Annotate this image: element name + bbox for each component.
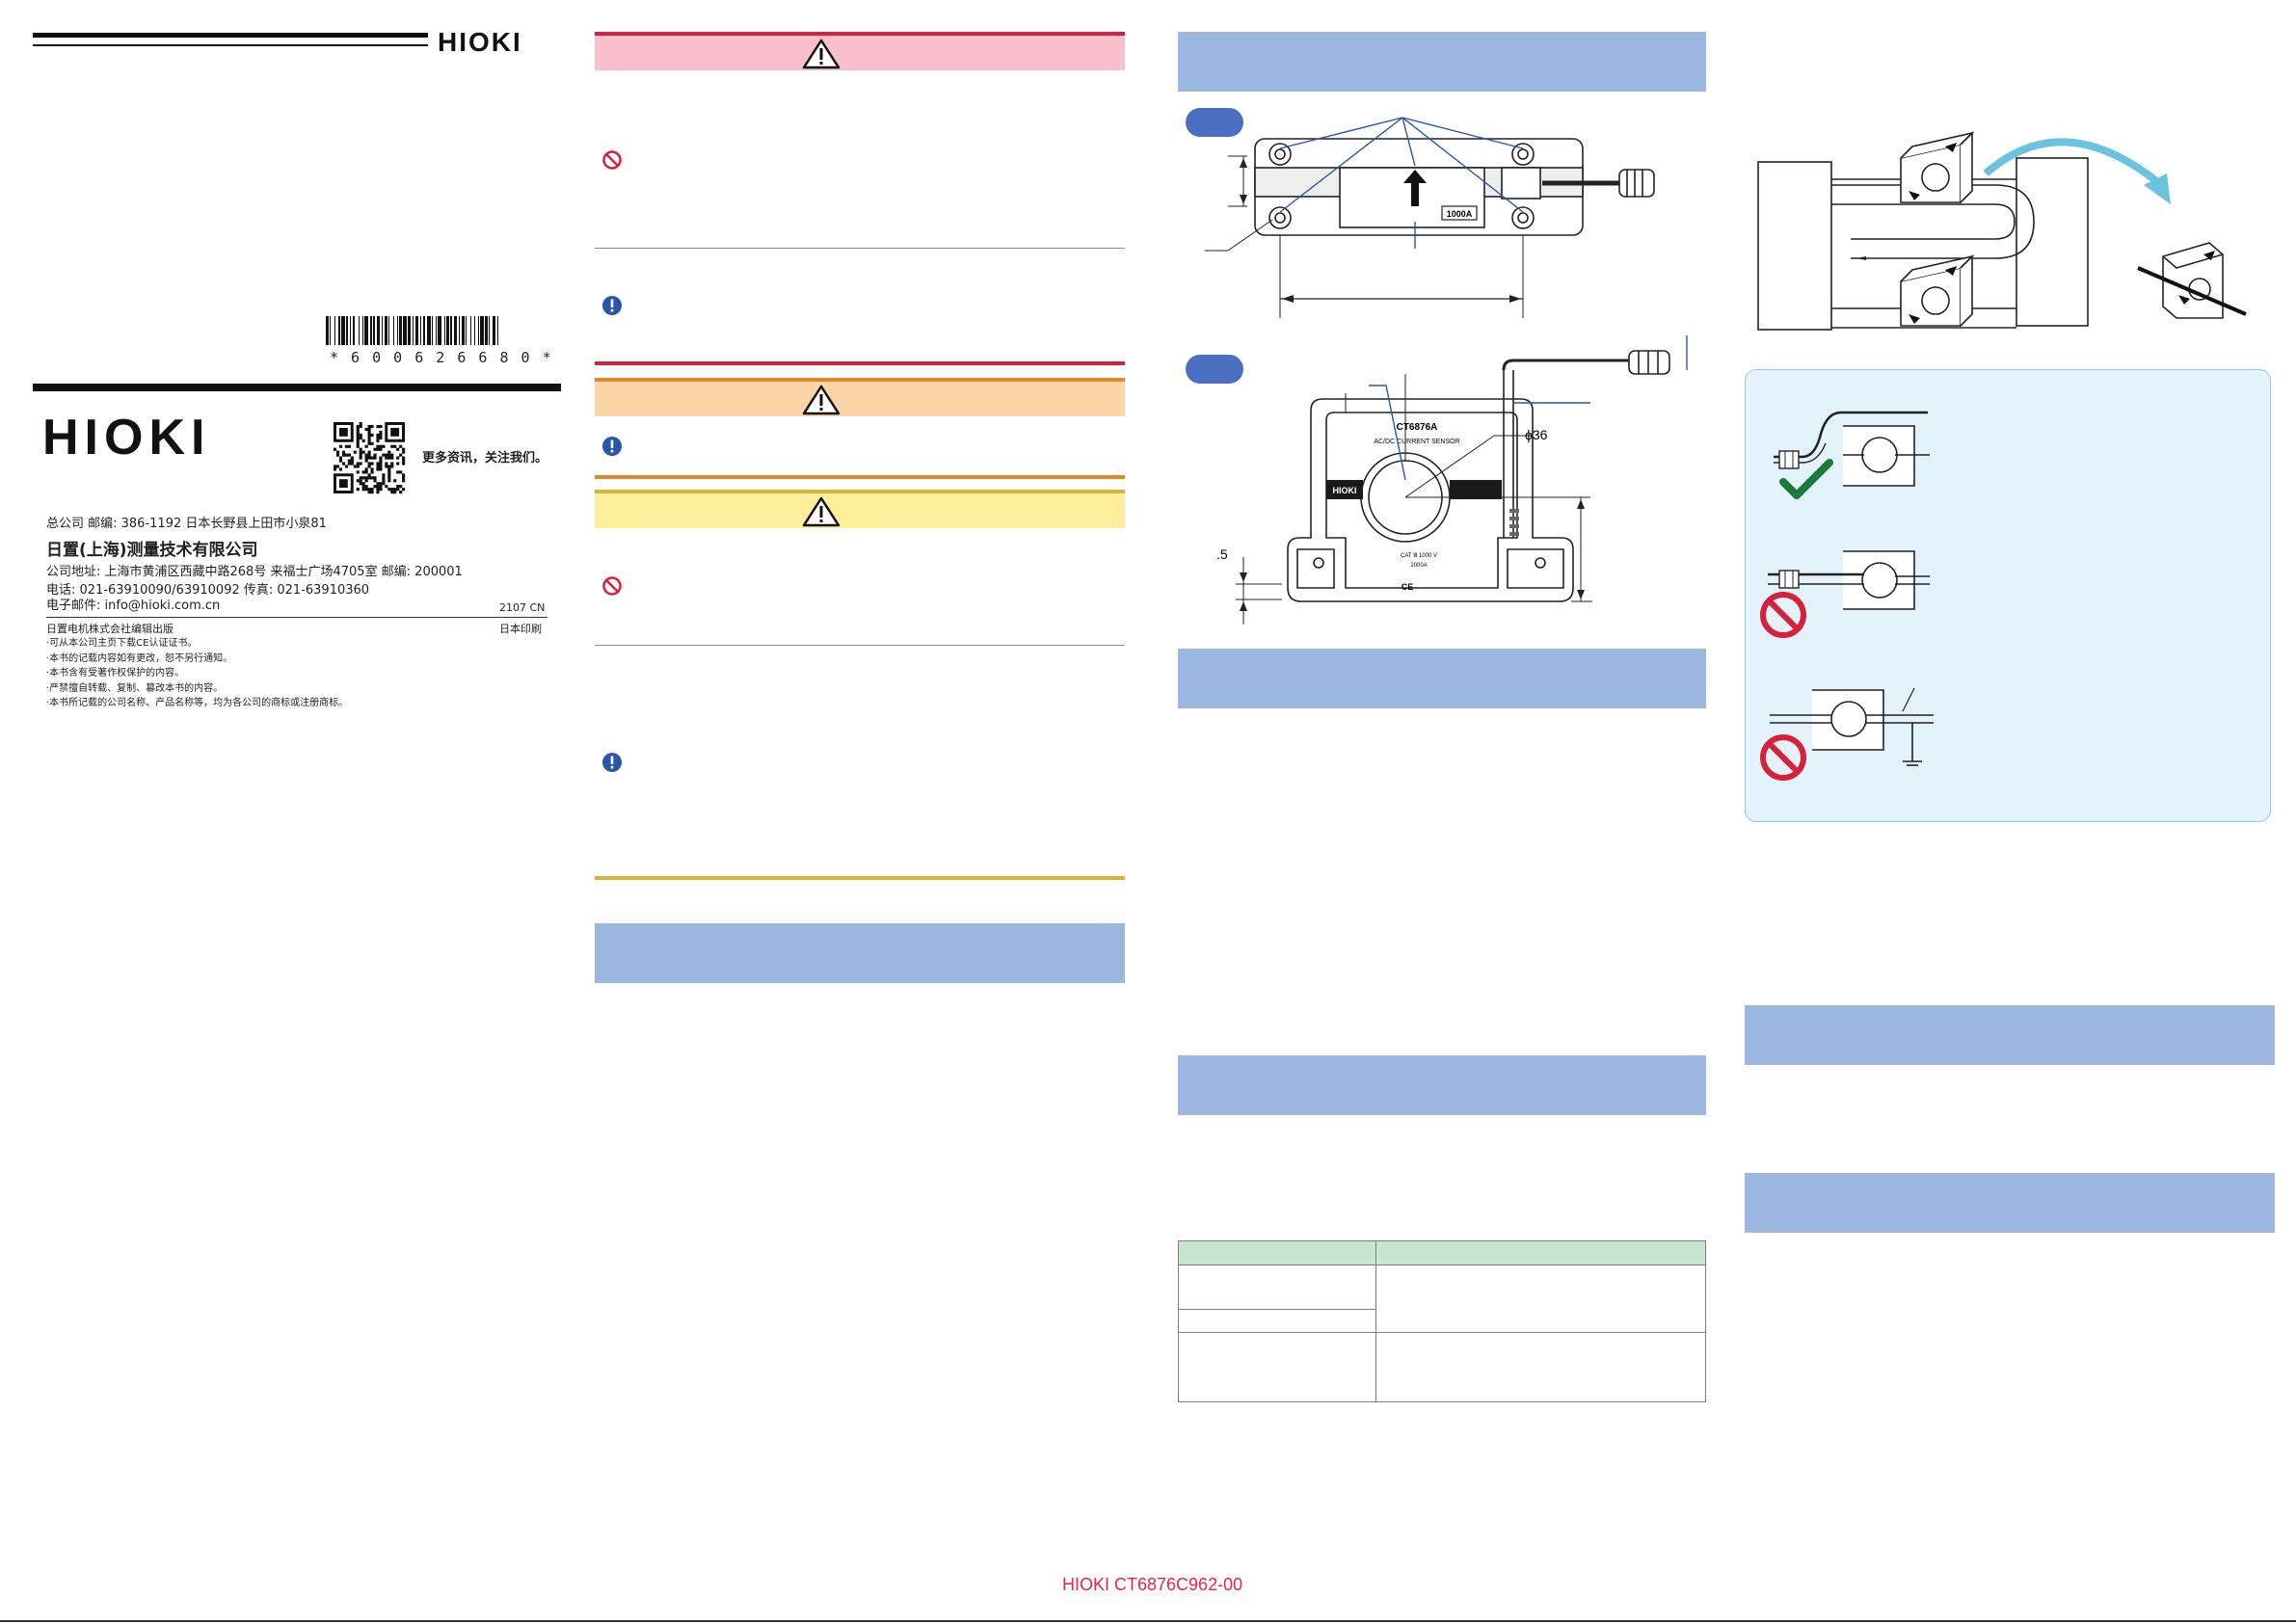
company-divider xyxy=(46,617,547,618)
section-header-bar xyxy=(1745,1173,2275,1233)
table-header xyxy=(1179,1241,1705,1265)
grounded-conductor-drawing xyxy=(1770,687,1934,766)
prohibited-icon xyxy=(602,150,622,170)
caution-banner xyxy=(595,493,1125,528)
divider-rule xyxy=(33,384,561,391)
document-code: HIOKI CT6876C962-00 xyxy=(1062,1575,1243,1594)
max-current-label: 2000A xyxy=(1410,563,1427,569)
edition-code: 2107 CN xyxy=(499,601,546,614)
danger-bottom-rule xyxy=(595,361,1125,365)
barcode-text: * 6 0 0 6 2 6 6 8 0 * xyxy=(330,349,553,366)
legal-note: ·本书含有受著作权保护的内容。 xyxy=(46,668,185,679)
ce-mark: CE xyxy=(1402,582,1414,592)
check-icon xyxy=(1779,459,1833,499)
printed-in: 日本印刷 xyxy=(499,623,542,635)
header-rule-thick xyxy=(33,33,428,38)
dimension-fragment: .5 xyxy=(1216,546,1228,562)
section-header-bar xyxy=(595,923,1125,983)
rating-label: 1000A xyxy=(1447,209,1473,219)
section-header-bar xyxy=(1178,649,1706,708)
qr-caption: 更多资讯，关注我们。 xyxy=(422,451,548,466)
sensor-brand-label: HIOKI xyxy=(1332,486,1356,495)
caution-divider xyxy=(595,645,1125,646)
legal-note: ·本书的记载内容如有更改，恕不另行通知。 xyxy=(46,652,233,664)
hioki-logo-small: HIOKI xyxy=(438,27,522,57)
diameter-label: ϕ36 xyxy=(1525,427,1548,442)
table-column-divider xyxy=(1375,1241,1376,1401)
table-row-divider xyxy=(1179,1309,1375,1310)
spec-table xyxy=(1178,1240,1706,1402)
warning-bottom-rule xyxy=(595,475,1125,479)
cat-label: CAT Ⅲ 1000 V xyxy=(1401,553,1437,559)
section-header-bar xyxy=(1178,32,1706,92)
figure-pill-a xyxy=(1186,108,1243,137)
sensor-subtitle: AC/DC CURRENT SENSOR xyxy=(1374,439,1459,445)
company-address: 公司地址: 上海市黄浦区西藏中路268号 来福士广场4705室 邮编: 2000… xyxy=(46,565,463,579)
caution-top-rule xyxy=(595,490,1125,493)
mandatory-icon xyxy=(602,437,622,456)
barcode xyxy=(326,316,547,345)
warning-banner xyxy=(595,382,1125,416)
warning-triangle-icon xyxy=(802,385,841,415)
model-label: CT6876A xyxy=(1397,422,1438,433)
legal-note: ·可从本公司主页下载CE认证证书。 xyxy=(46,638,198,649)
sensor-front-view-drawing: HIOKI CT6876A AC/DC CURRENT SENSOR CAT Ⅲ… xyxy=(1216,335,1688,625)
prohibited-icon xyxy=(1760,734,1806,781)
prohibited-icon xyxy=(1760,592,1806,638)
warning-top-rule xyxy=(595,378,1125,382)
legal-note: ·本书所记载的公司名称、产品名称等，均为各公司的商标或注册商标。 xyxy=(46,698,349,708)
prohibited-icon xyxy=(602,576,622,596)
incorrect-routing-drawing xyxy=(1768,550,1930,610)
warning-triangle-icon xyxy=(802,39,841,69)
hioki-logo-large: HIOKI xyxy=(42,410,211,466)
mandatory-icon xyxy=(602,296,622,315)
legal-notes: ·可从本公司主页下载CE认证证书。 ·本书的记载内容如有更改，恕不另行通知。 ·… xyxy=(46,636,348,711)
danger-top-rule xyxy=(595,32,1125,36)
caution-bottom-rule xyxy=(595,876,1125,880)
section-header-bar xyxy=(1745,1005,2275,1065)
company-name: 日置(上海)测量技术有限公司 xyxy=(46,541,258,560)
conductor-loop-drawing xyxy=(1757,131,2247,331)
section-header-bar xyxy=(1178,1055,1706,1115)
company-email: 电子邮件: info@hioki.com.cn xyxy=(46,599,221,613)
company-phone: 电话: 021-63910090/63910092 传真: 021-639103… xyxy=(46,583,370,598)
publisher: 日置电机株式会社编辑出版 xyxy=(46,623,174,635)
danger-divider xyxy=(595,248,1125,249)
company-hq: 总公司 邮编: 386-1192 日本长野县上田市小泉81 xyxy=(46,517,327,531)
sensor-top-view-drawing: 1000A xyxy=(1205,117,1655,318)
correct-routing-drawing xyxy=(1774,411,1930,487)
figure-pill-b xyxy=(1186,355,1243,384)
qr-code-icon xyxy=(334,422,406,494)
warning-triangle-icon xyxy=(802,496,841,527)
legal-note: ·严禁擅自转载、复制、篡改本书的内容。 xyxy=(46,682,224,694)
header-rule-thin xyxy=(33,44,428,46)
mandatory-icon xyxy=(602,753,622,772)
danger-banner xyxy=(595,36,1125,70)
table-row-divider xyxy=(1179,1332,1705,1333)
footer-rule xyxy=(0,1620,2296,1622)
